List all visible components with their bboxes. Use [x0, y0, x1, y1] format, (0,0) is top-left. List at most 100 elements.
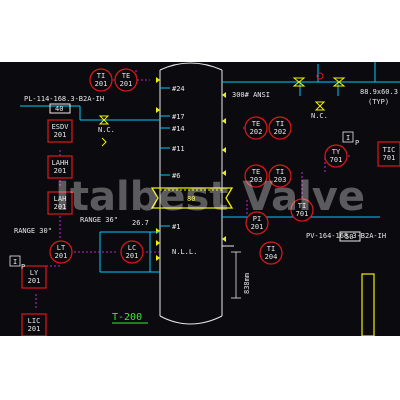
ti-201-num: 201	[95, 80, 108, 88]
bubble-ty-701	[324, 144, 348, 168]
lc-201-func: LC	[128, 244, 136, 252]
te-201-func: TE	[122, 72, 130, 80]
line-box-right-value: 50	[345, 233, 353, 241]
bubble-ti-203	[268, 164, 292, 188]
lt-201-num: 201	[55, 252, 68, 260]
range-dim: 26.7	[132, 219, 149, 227]
bubble-ti-204	[259, 241, 283, 265]
pi-201-num: 201	[251, 223, 264, 231]
bubble-pi-201	[245, 211, 269, 235]
tray-17-label: #17	[172, 113, 185, 121]
bubble-lt-201	[49, 240, 73, 264]
nc-valve-left	[98, 115, 110, 125]
bubble-ti-701	[290, 198, 314, 222]
lic-201-func: LIC	[28, 317, 41, 325]
lt-201-func: LT	[57, 244, 66, 252]
lah-201-func: LAH	[54, 195, 67, 203]
interlock-left-sub: P	[21, 263, 25, 271]
nll-label: N.L.L.	[172, 248, 197, 256]
bubble-lc-201	[120, 240, 144, 264]
tic-701-func: TIC	[383, 146, 396, 154]
esdv-201-func: ESDV	[52, 123, 70, 131]
bubble-ti-201	[89, 68, 113, 92]
te-202-num: 202	[250, 128, 263, 136]
line-box-top-left-value: 40	[55, 105, 63, 113]
bubble-te-203	[244, 164, 268, 188]
nozzles	[156, 77, 226, 261]
instrument-boxes	[21, 119, 400, 336]
watermark-text: Italbest Valve	[55, 174, 365, 220]
box-lahh-201	[47, 155, 73, 179]
tray-6-label: #6	[172, 172, 180, 180]
vessel-bottom-head	[159, 315, 223, 325]
range-lt: RANGE 30"	[14, 227, 52, 235]
line-box-right	[339, 231, 361, 242]
lic-201-num: 201	[28, 325, 41, 333]
interlock-right: I	[346, 134, 350, 142]
te-203-num: 203	[250, 176, 263, 184]
ti-202-func: TI	[276, 120, 284, 128]
ti-203-num: 203	[274, 176, 287, 184]
tray-14-label: #14	[172, 125, 185, 133]
interlock-right-sub: P	[355, 139, 359, 147]
ti-701-num: 701	[296, 210, 309, 218]
valve-symbols	[98, 77, 346, 147]
column-vessel	[159, 62, 223, 325]
ti-201-func: TI	[97, 72, 105, 80]
tray-markers	[160, 87, 170, 227]
side-equipment	[361, 273, 375, 336]
bubble-te-202	[244, 116, 268, 140]
control-valve-actuator	[316, 72, 324, 80]
te-203-func: TE	[252, 168, 260, 176]
ti-204-func: TI	[267, 245, 275, 253]
lahh-201-func: LAHH	[52, 159, 69, 167]
ly-201-num: 201	[28, 277, 41, 285]
line-box-top-left	[49, 103, 71, 114]
line-label-right: PV-164-168.3-B2A-IH	[306, 232, 386, 240]
feed-sleeve	[150, 187, 234, 209]
valve-note-right: N.C.	[311, 112, 328, 120]
lahh-201-num: 201	[54, 167, 67, 175]
tray-24-label: #24	[172, 85, 185, 93]
bubble-te-201	[114, 68, 138, 92]
pid-diagram: 80 #24 #17 #14 #11 #6 #1 N.L.L. T-200	[0, 62, 400, 336]
tic-701-num: 701	[383, 154, 396, 162]
flange-rating: 300# ANSI	[232, 91, 270, 99]
ti-203-func: TI	[276, 168, 284, 176]
pi-201-func: PI	[253, 215, 261, 223]
vessel-top-head	[159, 62, 223, 71]
line-label-top-right: 88.9x60.3	[360, 88, 398, 96]
box-tic-701	[377, 141, 400, 167]
ly-201-func: LY	[30, 269, 39, 277]
lah-201-num: 201	[54, 203, 67, 211]
tray-1-label: #1	[172, 223, 180, 231]
vessel-tag: T-200	[112, 312, 142, 323]
instrument-bubbles	[49, 68, 348, 265]
feed-section	[150, 187, 234, 209]
box-esdv-201	[47, 119, 73, 143]
feed-tray-label: 80	[187, 195, 195, 203]
box-lic-201	[21, 313, 47, 336]
ti-701-func: TI	[298, 202, 306, 210]
valve-note-left: N.C.	[98, 126, 115, 134]
tray-11-label: #11	[172, 145, 185, 153]
te-202-func: TE	[252, 120, 260, 128]
dimension-label: 838mm	[243, 273, 251, 294]
bubble-ti-202	[268, 116, 292, 140]
dimension-marker	[231, 251, 241, 299]
line-label-typ: (TYP)	[368, 98, 389, 106]
interlock-left: I	[13, 258, 17, 266]
ty-701-func: TY	[332, 148, 341, 156]
lc-201-num: 201	[126, 252, 139, 260]
nc-valve-right	[314, 101, 326, 111]
range-lc: RANGE 36"	[80, 216, 118, 224]
esdv-201-num: 201	[54, 131, 67, 139]
line-label-top-left: PL-114-168.3-B2A-IH	[24, 95, 104, 103]
ti-204-num: 204	[265, 253, 278, 261]
te-201-num: 201	[120, 80, 133, 88]
ti-202-num: 202	[274, 128, 287, 136]
interlock-markers	[9, 131, 354, 267]
box-ly-201	[21, 265, 47, 289]
box-lah-201	[47, 191, 73, 215]
